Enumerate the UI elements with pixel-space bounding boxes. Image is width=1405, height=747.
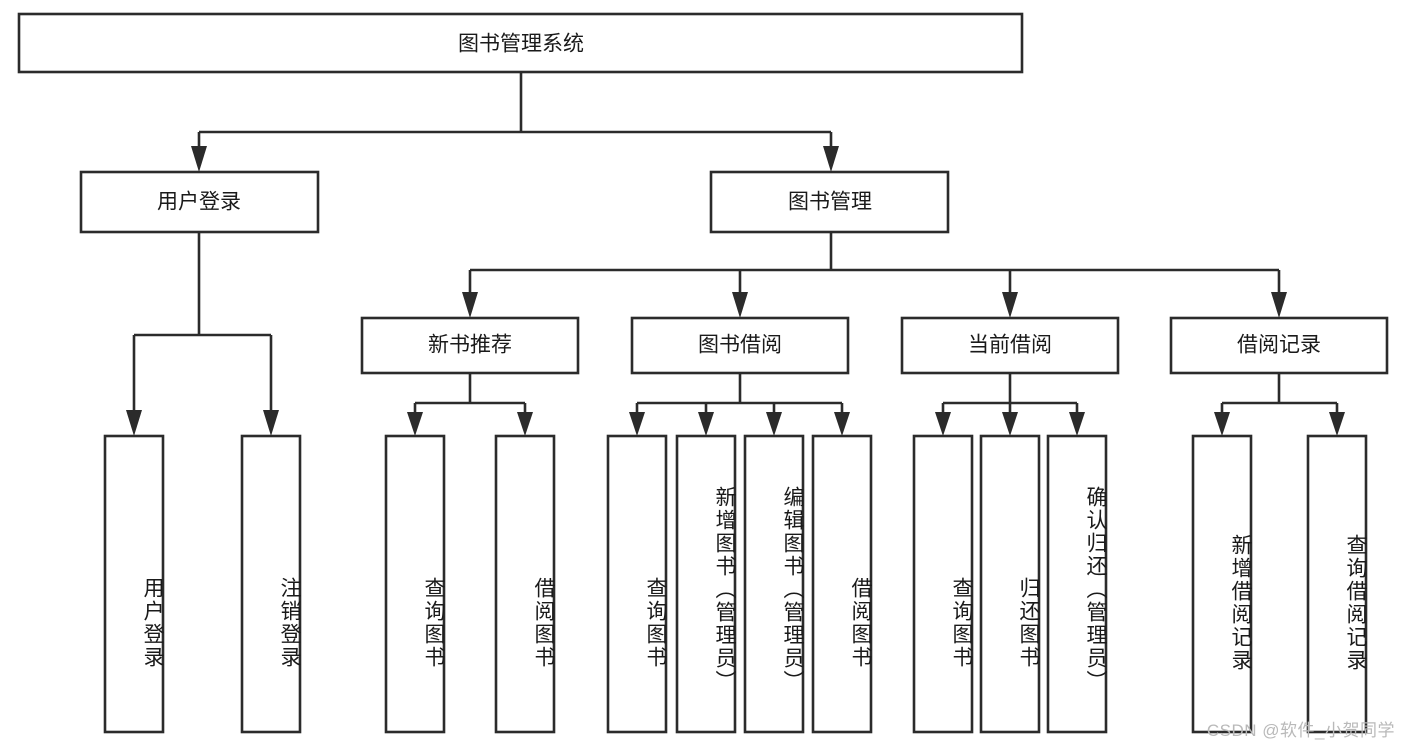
- leaf-box-current-borrow-1[interactable]: [912, 434, 974, 734]
- node-box-book-manage[interactable]: [709, 170, 950, 234]
- node-label-new-book-recommend: 新书推荐: [428, 334, 512, 357]
- leaf-box-user-login-1[interactable]: [103, 434, 165, 734]
- arrowhead-leaf-book-borrow-1: [629, 412, 645, 436]
- leaf-box-borrow-record-1[interactable]: [1191, 434, 1253, 734]
- leaf-box-new-book-1[interactable]: [384, 434, 446, 734]
- leaf-boxes-new-book-recommend[interactable]: [384, 434, 556, 734]
- node-borrow-record[interactable]: 借阅记录: [1169, 316, 1389, 375]
- leaf-box-book-borrow-1[interactable]: [606, 434, 668, 734]
- node-box-current-borrow[interactable]: [900, 316, 1120, 375]
- arrowhead-leaf-borrow-record-1: [1214, 412, 1230, 436]
- node-label-borrow-record: 借阅记录: [1237, 334, 1321, 357]
- arrowhead-book-manage: [823, 146, 839, 172]
- node-box-user-login[interactable]: [79, 170, 320, 234]
- arrowhead-current-borrow: [1002, 292, 1018, 318]
- arrowhead-leaf-book-borrow-2: [698, 412, 714, 436]
- arrowhead-leaf-new-book-2: [517, 412, 533, 436]
- connectors-borrow-record-to-leaves: [1214, 373, 1345, 436]
- node-label-user-login: 用户登录: [157, 191, 241, 214]
- node-book-manage[interactable]: 图书管理: [709, 170, 950, 234]
- node-box-book-borrow[interactable]: [630, 316, 850, 375]
- leaf-boxes-book-borrow[interactable]: [606, 434, 873, 734]
- node-new-book-recommend[interactable]: 新书推荐: [360, 316, 580, 375]
- arrowhead-borrow-record: [1271, 292, 1287, 318]
- leaf-box-book-borrow-3[interactable]: [743, 434, 805, 734]
- node-box-borrow-record[interactable]: [1169, 316, 1389, 375]
- node-root[interactable]: 图书管理系统: [17, 12, 1024, 74]
- node-label-root: 图书管理系统: [458, 33, 584, 56]
- arrowhead-leaf-new-book-1: [407, 412, 423, 436]
- leaf-box-borrow-record-2[interactable]: [1306, 434, 1368, 734]
- node-user-login[interactable]: 用户登录: [79, 170, 320, 234]
- leaf-box-user-login-2[interactable]: [240, 434, 302, 734]
- node-box-root[interactable]: [17, 12, 1024, 74]
- connectors-new-book-to-leaves: [407, 373, 533, 436]
- arrowhead-book-borrow: [732, 292, 748, 318]
- node-current-borrow[interactable]: 当前借阅: [900, 316, 1120, 375]
- arrowhead-leaf-user-login-2: [263, 410, 279, 436]
- node-label-book-manage: 图书管理: [788, 191, 872, 214]
- arrowhead-leaf-user-login-1: [126, 410, 142, 436]
- leaf-box-book-borrow-2[interactable]: [675, 434, 737, 734]
- leaf-boxes-borrow-record[interactable]: [1191, 434, 1368, 734]
- connectors-user-login-to-leaves: [126, 232, 279, 436]
- arrowhead-leaf-current-borrow-3: [1069, 412, 1085, 436]
- node-label-book-borrow: 图书借阅: [698, 334, 782, 357]
- node-book-borrow[interactable]: 图书借阅: [630, 316, 850, 375]
- node-box-new-book-recommend[interactable]: [360, 316, 580, 375]
- leaf-box-current-borrow-2[interactable]: [979, 434, 1041, 734]
- arrowhead-leaf-book-borrow-3: [766, 412, 782, 436]
- arrowhead-leaf-current-borrow-2: [1002, 412, 1018, 436]
- node-label-current-borrow: 当前借阅: [968, 334, 1052, 357]
- connectors-book-borrow-to-leaves: [629, 373, 850, 436]
- leaf-boxes-current-borrow[interactable]: [912, 434, 1108, 734]
- arrowhead-user-login: [191, 146, 207, 172]
- leaf-boxes-user-login[interactable]: [103, 434, 302, 734]
- connectors-root-to-level2: [191, 72, 839, 172]
- connectors-book-manage-to-level3: [462, 232, 1287, 318]
- leaf-box-current-borrow-3[interactable]: [1046, 434, 1108, 734]
- watermark-text: CSDN @软件_小贺同学: [1206, 721, 1395, 740]
- arrowhead-leaf-current-borrow-1: [935, 412, 951, 436]
- leaf-box-new-book-2[interactable]: [494, 434, 556, 734]
- connectors-current-borrow-to-leaves: [935, 373, 1085, 436]
- arrowhead-leaf-book-borrow-4: [834, 412, 850, 436]
- arrowhead-new-book: [462, 292, 478, 318]
- leaf-box-book-borrow-4[interactable]: [811, 434, 873, 734]
- arrowhead-leaf-borrow-record-2: [1329, 412, 1345, 436]
